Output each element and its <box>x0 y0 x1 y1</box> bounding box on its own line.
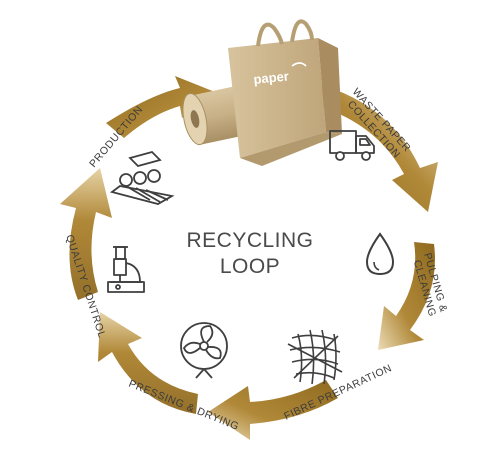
fibre-mesh-icon <box>287 329 343 385</box>
loop-arrow-top <box>106 76 215 138</box>
step-label-production: PRODUCTION <box>87 104 145 170</box>
paper-bag-image <box>228 19 342 166</box>
bag-logo-swoosh <box>291 62 307 67</box>
fan-icon <box>180 322 228 379</box>
microscope-icon <box>107 246 145 293</box>
water-drop-icon <box>365 232 395 276</box>
loop-arrow-right-upper <box>312 84 438 212</box>
diagram-title-line-1: RECYCLING <box>186 229 314 252</box>
bag-logo-text: paper <box>253 68 290 87</box>
loop-arrow-left <box>60 168 112 300</box>
diagram-title: RECYCLING LOOP <box>170 228 330 280</box>
truck-icon <box>329 130 375 161</box>
paper-machine-icon <box>109 150 175 205</box>
loop-arrow-right-lower <box>378 242 435 350</box>
diagram-title-line-2: LOOP <box>219 255 281 278</box>
loop-arrow-bottom <box>208 380 338 440</box>
loop-arrow-lower-left <box>98 312 198 414</box>
